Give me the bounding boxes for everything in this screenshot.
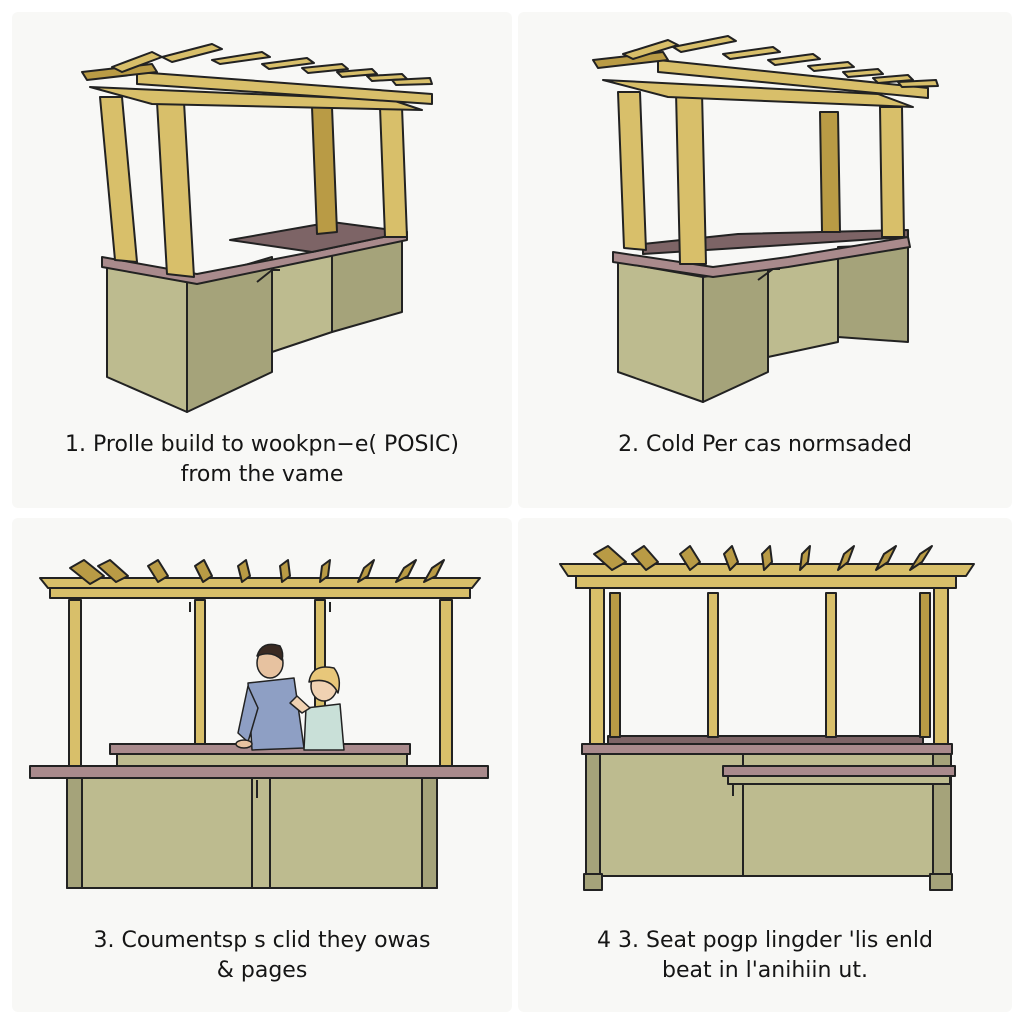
step-3-caption-line-2: & pages (216, 958, 308, 983)
step-1-caption: 1. Prolle build to wookpn−e( POSIC) from… (12, 430, 512, 490)
panel-step-4: 4 3. Seat pogp lingder 'lis enld beat in… (518, 518, 1012, 1012)
step-4-caption-line-1: 4 3. Seat pogp lingder 'lis enld (597, 928, 933, 953)
couple-figures-illustration (235, 643, 345, 751)
pergola-bar-illustration-1 (81, 43, 433, 413)
step-3-caption: 3. Coumentsp s clid they owas & pages (12, 926, 512, 986)
step-1-caption-line-1: 1. Prolle build to wookpn−e( POSIC) (65, 432, 459, 457)
step-3-caption-line-1: 3. Coumentsp s clid they owas (93, 928, 431, 953)
pergola-bar-illustration-2 (592, 35, 939, 403)
panel-step-1: 1. Prolle build to wookpn−e( POSIC) from… (12, 12, 512, 508)
pergola-bar-illustration-3 (29, 559, 489, 889)
panel-step-2: 2. Cold Per cas normsaded (518, 12, 1012, 508)
step-4-caption-line-2: beat in l'anihiin ut. (661, 958, 868, 983)
step-2-caption: 2. Cold Per cas normsaded (518, 430, 1012, 460)
step-2-caption-line-1: 2. Cold Per cas normsaded (618, 432, 912, 457)
step-1-caption-line-2: from the vame (180, 462, 344, 487)
pergola-bar-illustration-4 (559, 545, 975, 891)
step-4-caption: 4 3. Seat pogp lingder 'lis enld beat in… (518, 926, 1012, 986)
panel-step-3: 3. Coumentsp s clid they owas & pages (12, 518, 512, 1012)
